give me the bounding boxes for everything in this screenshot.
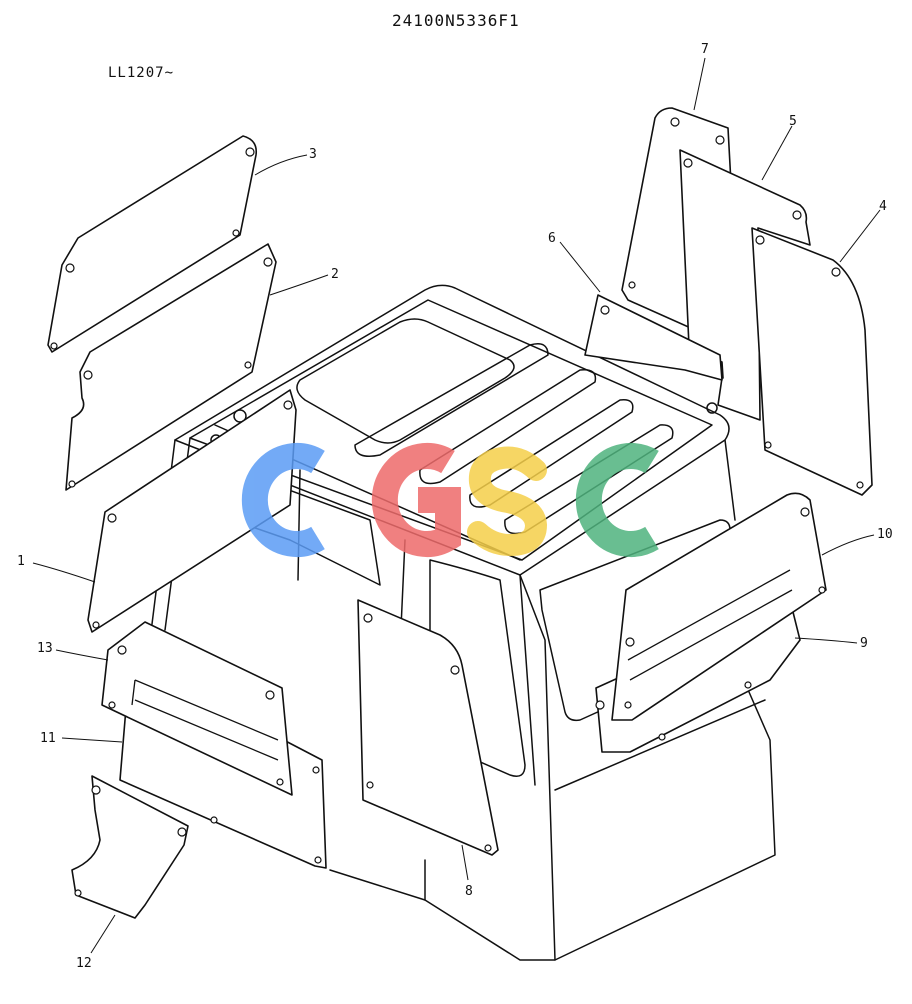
callout-1: 1 xyxy=(17,554,25,569)
callout-13: 13 xyxy=(37,641,53,656)
cgsc-watermark-logo xyxy=(241,443,659,557)
part-10-panel xyxy=(611,492,827,721)
serial-range: LL1207~ xyxy=(108,65,175,81)
callout-5: 5 xyxy=(789,114,797,129)
part-13-panel xyxy=(101,621,293,796)
part-6-panel xyxy=(584,294,723,381)
drawing-code: 24100N5336F1 xyxy=(392,11,520,30)
leader-lines xyxy=(32,57,881,954)
callout-3: 3 xyxy=(309,147,317,162)
part-2-panel xyxy=(65,243,277,491)
part-12-panel xyxy=(71,775,189,919)
part-4-panel xyxy=(751,227,873,496)
callout-7: 7 xyxy=(701,42,709,57)
callout-12: 12 xyxy=(76,956,92,971)
callout-9: 9 xyxy=(860,636,868,651)
part-1-panel xyxy=(87,389,297,633)
callout-2: 2 xyxy=(331,267,339,282)
callout-8: 8 xyxy=(465,884,473,899)
callout-6: 6 xyxy=(548,231,556,246)
callout-11: 11 xyxy=(40,731,56,746)
callout-4: 4 xyxy=(879,199,887,214)
part-3-panel xyxy=(47,135,258,353)
part-8-panel xyxy=(357,599,499,856)
callout-10: 10 xyxy=(877,527,893,542)
